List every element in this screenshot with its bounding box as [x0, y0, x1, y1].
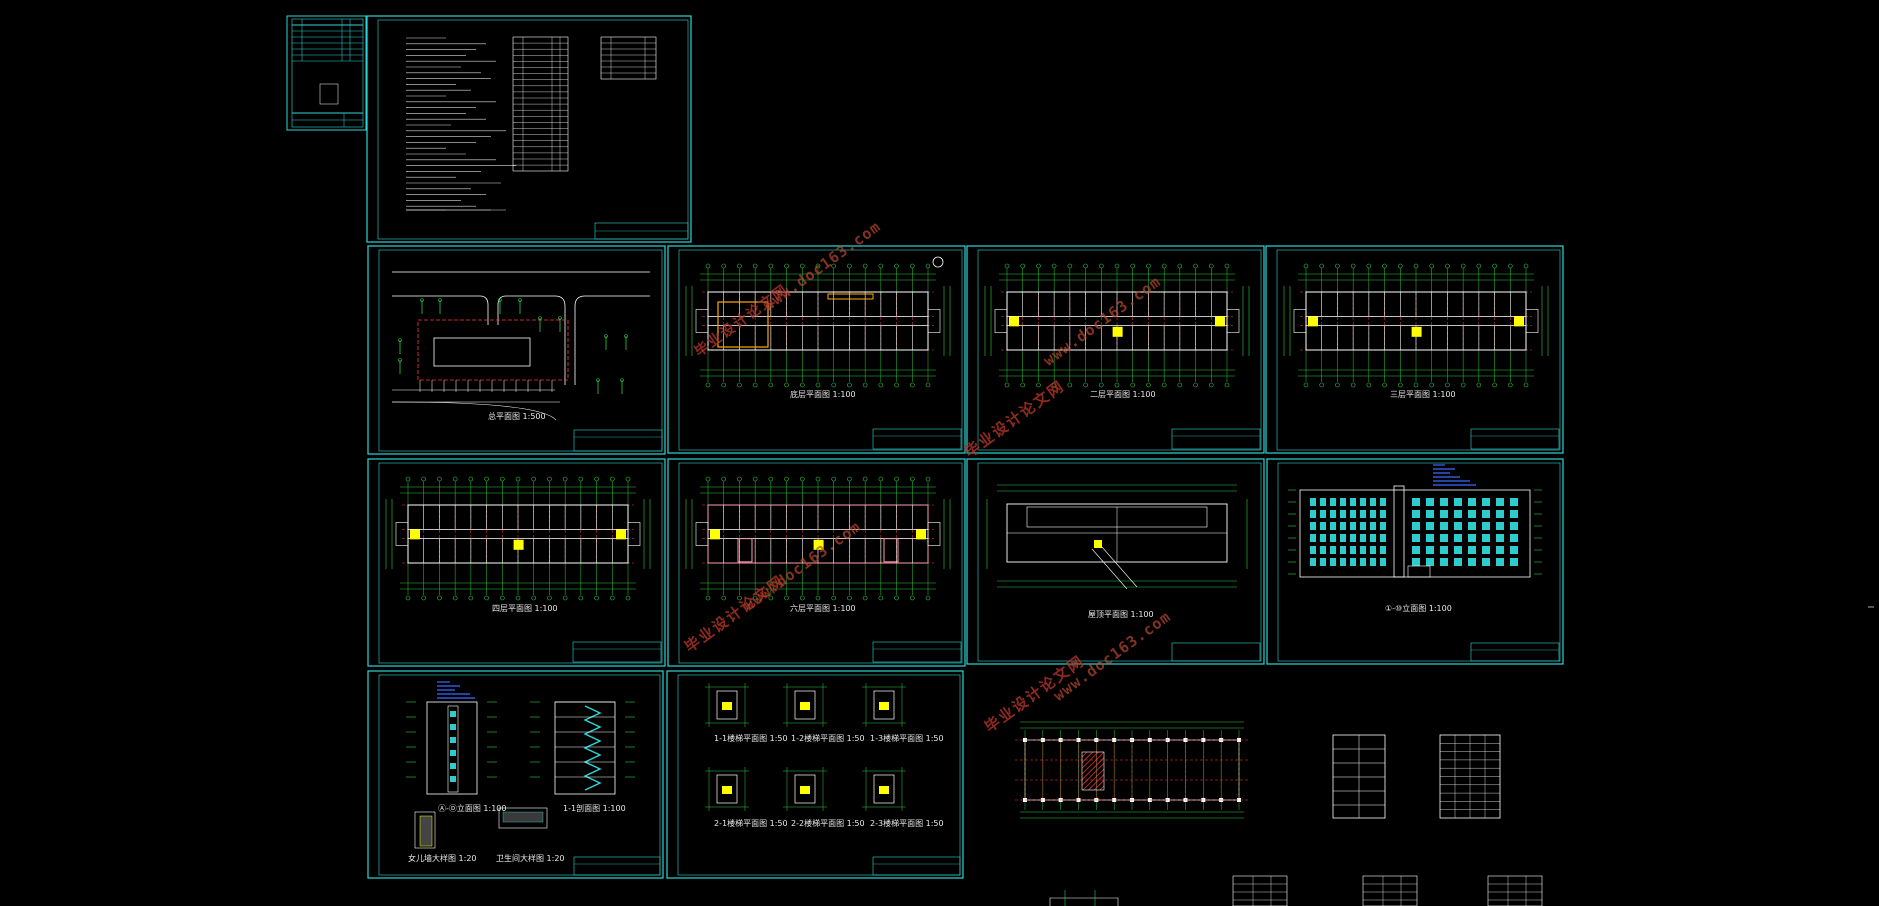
sheet-floor4-plan[interactable]	[367, 458, 666, 667]
caption-site-plan: 总平面图 1:500	[488, 412, 546, 421]
caption-stair-4: 2-1楼梯平面图 1:50	[714, 819, 788, 828]
caption-floor1: 底层平面图 1:100	[790, 390, 856, 399]
sheet-floor3-plan[interactable]	[1265, 245, 1564, 454]
sheet-section[interactable]	[367, 670, 664, 879]
rebar-table[interactable]	[1439, 734, 1501, 819]
caption-roof: 屋顶平面图 1:100	[1088, 610, 1154, 619]
sheet-site-plan[interactable]	[367, 245, 666, 455]
bottom-partial-drawings[interactable]	[1049, 875, 1543, 906]
structural-grid-plan[interactable]	[1015, 721, 1249, 819]
column-schedule-table[interactable]	[1332, 734, 1386, 819]
caption-detail-bathroom: 卫生间大样图 1:20	[496, 854, 565, 863]
sheet-floor6-plan[interactable]	[667, 458, 966, 667]
sheet-elevation-front[interactable]	[1266, 458, 1564, 665]
stair-detail-1	[705, 683, 749, 727]
caption-stair-1: 1-1楼梯平面图 1:50	[714, 734, 788, 743]
sheet-floor1-plan[interactable]	[667, 245, 966, 454]
caption-stair-2: 1-2楼梯平面图 1:50	[791, 734, 865, 743]
stair-detail-5	[783, 767, 827, 811]
stair-detail-6	[862, 767, 906, 811]
caption-stair-3: 1-3楼梯平面图 1:50	[870, 734, 944, 743]
caption-section: 1-1剖面图 1:100	[563, 804, 626, 813]
caption-floor3: 三层平面图 1:100	[1390, 390, 1456, 399]
caption-elevation-side: Ⓐ-Ⓓ立面图 1:100	[438, 804, 507, 813]
caption-stair-6: 2-3楼梯平面图 1:50	[870, 819, 944, 828]
caption-detail-parapet: 女儿墙大样图 1:20	[408, 854, 477, 863]
caption-floor6: 六层平面图 1:100	[790, 604, 856, 613]
sheet-floor2-plan[interactable]	[966, 245, 1265, 454]
sheet-roof-plan[interactable]	[966, 458, 1265, 665]
sheet-design-notes[interactable]	[366, 15, 692, 243]
caption-elevation-front: ①-⑩立面图 1:100	[1385, 604, 1452, 613]
sheet-stair-details[interactable]	[666, 670, 964, 879]
stair-detail-3	[862, 683, 906, 727]
caption-floor2: 二层平面图 1:100	[1090, 390, 1156, 399]
caption-floor4: 四层平面图 1:100	[492, 604, 558, 613]
caption-stair-5: 2-2楼梯平面图 1:50	[791, 819, 865, 828]
sheet-drawing-index[interactable]	[286, 15, 367, 131]
stair-detail-4	[705, 767, 749, 811]
stair-detail-2	[783, 683, 827, 727]
